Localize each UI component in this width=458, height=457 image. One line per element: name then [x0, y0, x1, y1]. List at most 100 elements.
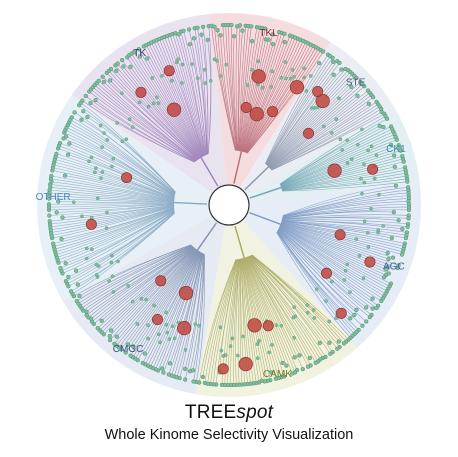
- kinase-node: [74, 298, 79, 304]
- tree-branch: [99, 247, 195, 331]
- kinase-node: [394, 137, 399, 142]
- kinase-node: [151, 101, 156, 106]
- tree-branch: [161, 37, 204, 157]
- kinase-node: [330, 55, 335, 60]
- tree-branch: [110, 68, 199, 160]
- kinase-node: [240, 28, 245, 33]
- tree-branch: [240, 27, 261, 152]
- kinase-node: [54, 151, 59, 157]
- tree-branch: [62, 204, 175, 218]
- tree-center-ring: [208, 184, 250, 226]
- kinase-node: [269, 370, 274, 375]
- kinase-node: [279, 323, 284, 328]
- tree-branch: [241, 44, 274, 152]
- kinase-node: [146, 323, 150, 327]
- kinase-node: [354, 75, 359, 81]
- kinase-node: [136, 47, 142, 52]
- tree-branch: [248, 256, 321, 360]
- kinase-node: [245, 83, 250, 87]
- kinase-node: [218, 74, 223, 78]
- tree-branch: [76, 244, 192, 302]
- tree-branch: [269, 94, 372, 169]
- tree-branch: [268, 81, 361, 168]
- tree-branch: [249, 255, 326, 358]
- kinase-node: [399, 252, 405, 257]
- kinase-node: [127, 117, 132, 122]
- tree-branch: [56, 153, 175, 199]
- tree-branch: [50, 205, 175, 228]
- tree-branch: [281, 219, 403, 230]
- kinase-node: [237, 23, 243, 28]
- tree-branch: [49, 203, 175, 208]
- kinase-node: [334, 316, 338, 320]
- tree-branch: [282, 186, 409, 217]
- kinase-node: [314, 287, 319, 292]
- tree-branch: [237, 25, 241, 151]
- kinase-node: [229, 22, 234, 28]
- tree-branch: [280, 223, 394, 258]
- kinase-node: [95, 196, 100, 201]
- tree-branch: [244, 39, 301, 153]
- tree-branch: [67, 124, 176, 195]
- kinase-node: [369, 144, 374, 149]
- kinase-node: [366, 148, 370, 153]
- kinase-nodes: [46, 22, 412, 388]
- kinase-node: [371, 95, 376, 100]
- kinase-node: [182, 366, 188, 372]
- tree-branch: [250, 255, 330, 343]
- kinase-node: [405, 224, 410, 230]
- kinase-node: [68, 289, 74, 294]
- tree-branch: [266, 62, 340, 166]
- tree-branch: [90, 102, 195, 163]
- tree-branch: [250, 255, 340, 348]
- tree-branch: [68, 211, 175, 278]
- tree-branch: [73, 244, 192, 297]
- hit-node-ste: [303, 127, 315, 139]
- tree-branch: [133, 250, 198, 347]
- tree-branch: [246, 48, 319, 154]
- tree-branch: [116, 70, 199, 160]
- kinase-node: [337, 96, 341, 101]
- tree-branch: [280, 131, 394, 187]
- kinase-node: [235, 353, 240, 358]
- kinase-node: [308, 74, 313, 78]
- kinase-node: [328, 351, 333, 356]
- tree-branch: [97, 247, 195, 329]
- tree-branch: [106, 72, 198, 161]
- kinase-node: [392, 164, 398, 169]
- kinase-node: [176, 57, 180, 62]
- kinase-node: [108, 66, 114, 72]
- kinase-node: [56, 199, 61, 204]
- kinase-node: [291, 315, 296, 320]
- kinase-node: [99, 318, 104, 323]
- tree-branch: [278, 228, 379, 306]
- tree-branch: [68, 122, 176, 195]
- kinase-node: [77, 293, 82, 299]
- tree-branch: [243, 257, 279, 379]
- tree-branch: [281, 167, 406, 190]
- tree-branch: [269, 95, 358, 168]
- tree-branch: [109, 80, 198, 161]
- kinase-node: [47, 219, 52, 224]
- kinase-node: [114, 334, 119, 339]
- kinase-node: [367, 314, 372, 320]
- kinase-node: [393, 183, 399, 188]
- tree-branch: [176, 253, 203, 378]
- kinase-node: [101, 79, 106, 85]
- tree-branch: [51, 206, 175, 233]
- kinase-node: [327, 340, 332, 345]
- tree-branch: [51, 175, 175, 201]
- kinase-node: [146, 104, 151, 109]
- tree-branch: [49, 204, 175, 222]
- kinase-node: [224, 62, 229, 67]
- kinase-node: [109, 260, 114, 265]
- tree-branch: [146, 44, 203, 158]
- kinase-node: [379, 298, 384, 304]
- tree-branch: [267, 75, 355, 167]
- kinase-node: [111, 290, 116, 294]
- kinase-node: [377, 192, 381, 197]
- kinase-node: [362, 219, 367, 224]
- kinase-node: [128, 353, 133, 358]
- kinase-node: [270, 41, 276, 47]
